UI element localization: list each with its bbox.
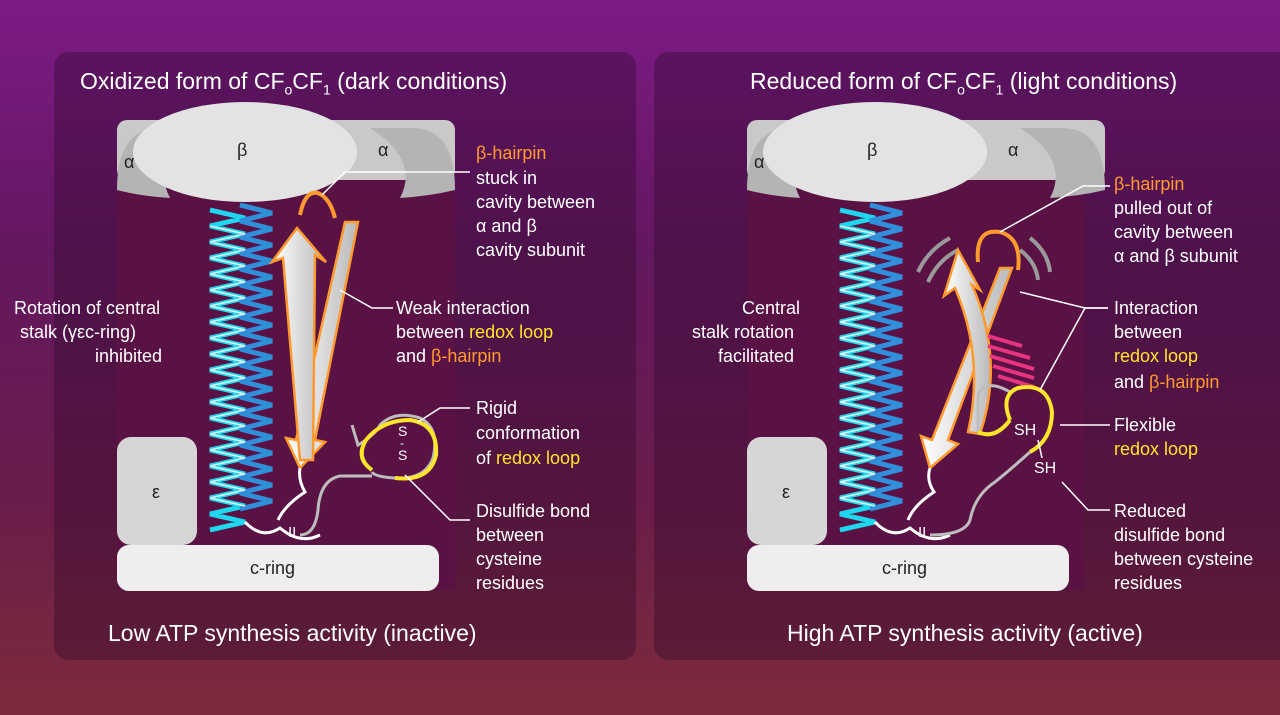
right-strand-up	[941, 246, 992, 436]
right-motion-arc-3	[1028, 236, 1052, 273]
left-footer: Low ATP synthesis activity (inactive)	[108, 620, 477, 646]
right-strand-tail	[906, 467, 937, 521]
right-hairpin-line2: pulled out of	[1114, 198, 1213, 218]
right-stalk-loop	[873, 520, 951, 541]
right-cring-shape	[747, 545, 1069, 591]
left-rigid-line3: of redox loop	[476, 448, 581, 468]
right-ii-mark: II	[918, 524, 927, 541]
right-stalk-line1: Central	[742, 298, 801, 318]
left-leader-rigid	[417, 407, 470, 423]
left-s-dash: -	[400, 436, 404, 450]
left-redox-loop	[359, 417, 439, 481]
left-disulfide-line1: Disulfide bond	[476, 501, 591, 521]
right-beta-label: β	[867, 140, 878, 160]
right-footer: High ATP synthesis activity (active)	[787, 620, 1143, 646]
left-ii-mark: II	[288, 524, 297, 541]
right-redox-loop-b	[977, 418, 1012, 437]
left-disulfide-line4: residues	[476, 573, 545, 593]
left-complex	[117, 102, 470, 591]
left-leader-disulfide	[404, 474, 470, 521]
right-cring-label: c-ring	[882, 558, 928, 578]
right-sh-tick	[1037, 439, 1043, 459]
right-epsilon-shape	[747, 437, 827, 545]
left-alpha-right-shape	[370, 128, 455, 198]
right-leader-interaction-b	[1039, 307, 1108, 391]
right-flexible-line1: Flexible	[1114, 415, 1177, 435]
right-reduced-line2: disulfide bond	[1114, 525, 1226, 545]
right-epsilon-label: ε	[782, 482, 791, 502]
right-flexible-line2: redox loop	[1114, 439, 1199, 459]
right-redox-tail	[929, 450, 1032, 537]
right-leader-hairpin	[999, 185, 1110, 233]
right-interaction-line1: Interaction	[1114, 298, 1199, 318]
left-weak-line1: Weak interaction	[396, 298, 530, 318]
right-hairpin-line3: cavity between	[1114, 222, 1234, 242]
right-hairpin-label: β-hairpin	[1114, 174, 1185, 194]
left-hairpin-loop	[298, 190, 337, 219]
right-interaction-line4: and β-hairpin	[1114, 372, 1220, 392]
right-interaction-line3: redox loop	[1114, 346, 1199, 366]
left-hairpin-line5: cavity subunit	[476, 240, 586, 260]
right-interaction-line2: between	[1114, 322, 1183, 342]
right-reduced-line4: residues	[1114, 573, 1183, 593]
right-redox-grey	[976, 384, 1011, 432]
left-helix-blue	[239, 202, 273, 512]
right-alpha-right-label: α	[1008, 140, 1019, 160]
left-disulfide-line3: cysteine	[476, 549, 543, 569]
left-alpha-left-label: α	[124, 152, 135, 172]
right-title: Reduced form of CFoCF1 (light conditions…	[750, 68, 1178, 98]
right-motion-arc-1	[916, 236, 951, 273]
left-rotation-line3: inhibited	[95, 346, 163, 366]
right-hairpin-line4: α and β subunit	[1114, 246, 1238, 266]
left-alpha-right-label: α	[378, 140, 389, 160]
right-strand-down	[919, 266, 1014, 471]
left-epsilon-label: ε	[152, 482, 161, 502]
right-stalk-line2: stalk rotation	[692, 322, 795, 342]
right-leader-reduced	[1061, 481, 1110, 511]
right-sh-mark-2: SH	[1034, 460, 1057, 477]
left-hairpin-line3: cavity between	[476, 192, 596, 212]
right-beta-shape	[763, 102, 987, 202]
left-leader-weak	[339, 289, 393, 309]
right-sh-mark-1: SH	[1014, 422, 1037, 439]
left-weak-line3: and β-hairpin	[396, 346, 502, 366]
left-s-mark-2: S	[398, 447, 408, 463]
left-hairpin-line4: α and β	[476, 216, 537, 236]
right-motion-arc-2	[926, 248, 959, 283]
left-rotation-line2: stalk (γεc-ring)	[20, 322, 137, 342]
left-beta-label: β	[237, 140, 248, 160]
left-stalk-loop	[243, 520, 321, 541]
left-s-mark-1: S	[398, 423, 408, 439]
left-rigid-line2: conformation	[476, 423, 581, 443]
left-disulfide-line2: between	[476, 525, 545, 545]
left-epsilon-shape	[117, 437, 197, 545]
right-reduced-line1: Reduced	[1114, 501, 1187, 521]
left-redox-tail	[299, 474, 372, 537]
right-stalk-line3: facilitated	[718, 346, 795, 366]
right-alpha-left-label: α	[754, 152, 765, 172]
left-strand-up	[268, 225, 327, 462]
left-cring-shape	[117, 545, 439, 591]
left-hairpin-label: β-hairpin	[476, 143, 547, 163]
left-cring-label: c-ring	[250, 558, 296, 578]
left-rigid-line1: Rigid	[476, 398, 518, 418]
left-rotation-line1: Rotation of central	[14, 298, 161, 318]
right-alpha-right-shape	[1020, 128, 1105, 198]
right-redox-loop	[1004, 385, 1055, 454]
right-reduced-line3: between cysteine	[1114, 549, 1254, 569]
left-hairpin-line2: stuck in	[476, 168, 538, 188]
left-helix-backbone	[209, 225, 246, 507]
left-title: Oxidized form of CFoCF1 (dark conditions…	[80, 68, 508, 98]
left-beta-shape	[133, 102, 357, 202]
left-leader-hairpin	[321, 171, 470, 196]
right-motion-arc-4	[1018, 248, 1040, 281]
right-helix-backbone	[839, 225, 876, 507]
right-helix-blue	[869, 202, 903, 512]
left-strand-tail	[276, 467, 308, 521]
right-complex	[747, 102, 1110, 591]
left-weak-line2: between redox loop	[396, 322, 554, 342]
